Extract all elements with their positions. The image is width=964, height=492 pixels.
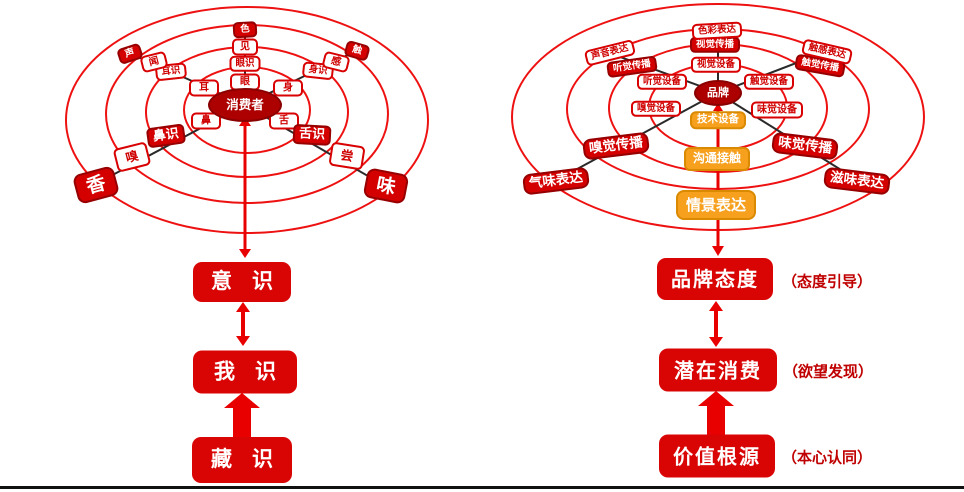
right-mid-arrow: [714, 307, 718, 339]
left-mid-arrow: [241, 308, 245, 338]
tongue-consciousness-node: 舌识: [292, 123, 332, 147]
consciousness-box: 意识: [193, 262, 291, 302]
right-block-arrow-stem: [707, 404, 725, 435]
left-ring-outer: [65, 6, 429, 234]
right-main-arrow-down-head: [712, 246, 724, 256]
gustatory-device-node: 味觉设备: [751, 101, 803, 119]
desire-discovery-note: （欲望发现）: [782, 362, 874, 381]
left-mid-arrow-down-head: [236, 336, 250, 346]
color-expression-node: 色彩表达: [691, 21, 743, 41]
eye-consciousness-node: 眼识: [229, 55, 261, 73]
left-block-arrow-head: [224, 393, 260, 408]
left-mid-arrow-up-head: [236, 302, 250, 312]
right-mid-arrow-up-head: [709, 301, 723, 311]
color-object-node: 色: [232, 21, 258, 39]
communication-contact-node: 沟通接触: [684, 147, 750, 171]
see-node: 见: [232, 38, 258, 56]
brand-attitude-box: 品牌态度: [657, 258, 773, 300]
left-main-arrow: [243, 122, 247, 256]
ego-consciousness-box: 我识: [193, 350, 297, 394]
nose-node: 鼻: [191, 112, 221, 130]
value-root-box: 价值根源: [659, 434, 775, 478]
potential-consumption-box: 潜在消费: [659, 348, 777, 392]
left-block-arrow-stem: [233, 406, 251, 438]
right-block-arrow-head: [698, 391, 734, 406]
olfactory-device-node: 嗅觉设备: [630, 100, 682, 118]
ear-node: 耳: [189, 79, 219, 97]
scent-object-node: 香: [71, 165, 121, 205]
tactile-device-node: 触觉设备: [743, 73, 795, 91]
identity-note: （本心认同）: [781, 448, 873, 467]
tongue-node: 舌: [269, 112, 299, 130]
left-main-arrow-down-head: [239, 249, 251, 258]
auditory-device-node: 听觉设备: [636, 73, 688, 91]
attitude-guidance-note: （态度引导）: [781, 272, 873, 291]
store-consciousness-box: 藏识: [192, 437, 292, 483]
scene-expression-node: 情景表达: [676, 190, 756, 220]
visual-device-node: 视觉设备: [690, 56, 742, 74]
taste-node: 尝: [328, 141, 366, 171]
tech-device-node: 技术设备: [690, 111, 746, 129]
store-consciousness-label: 藏识: [211, 447, 293, 472]
slide-bottom-border: [0, 486, 964, 489]
consciousness-label: 意识: [211, 269, 293, 294]
right-main-arrow: [716, 108, 720, 248]
right-main-arrow-up-head: [713, 103, 723, 111]
body-node: 身: [273, 79, 303, 97]
right-mid-arrow-down-head: [709, 337, 723, 347]
ego-consciousness-label: 我识: [214, 359, 296, 384]
brand-node: 品牌: [694, 80, 742, 106]
consumer-node: 消费者: [208, 88, 282, 122]
